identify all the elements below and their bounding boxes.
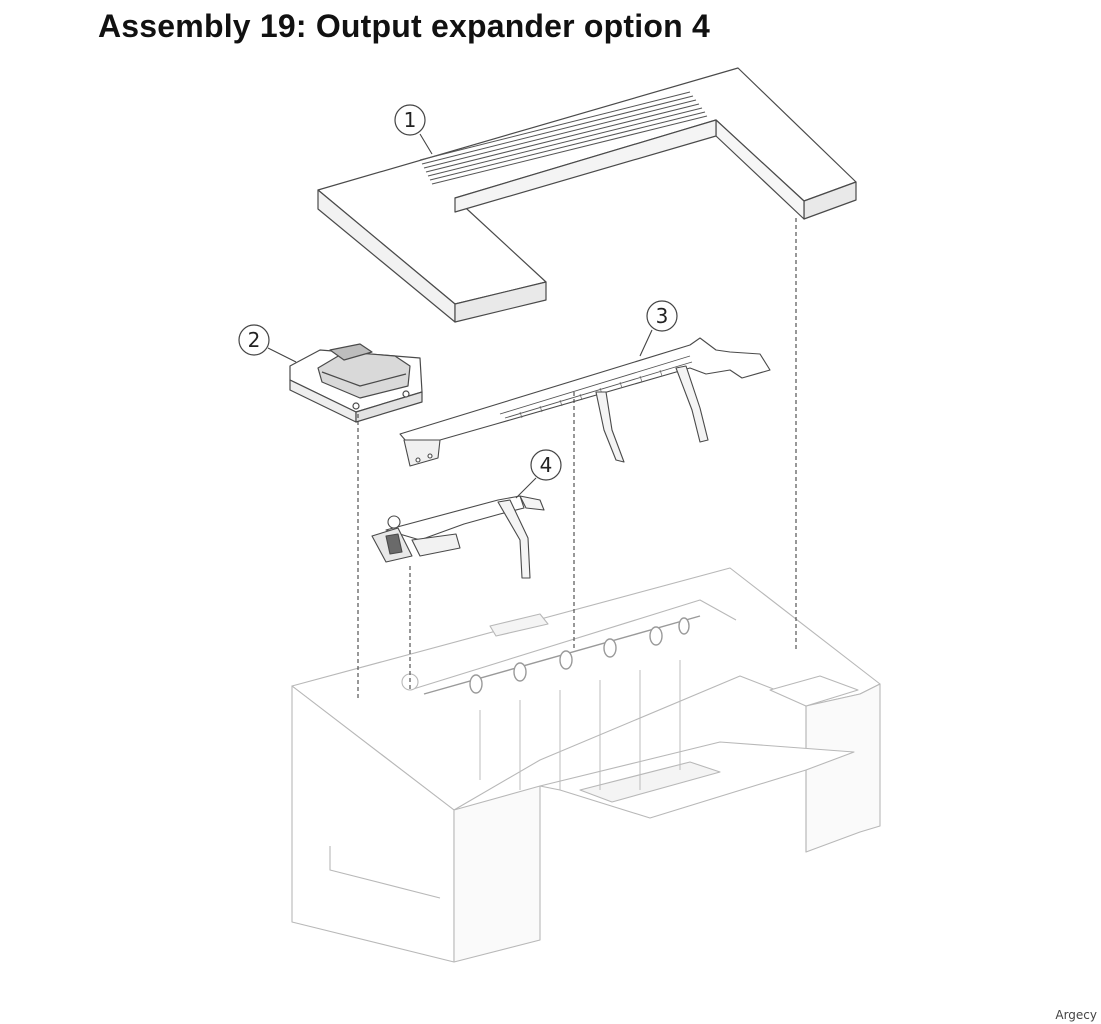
callout-4: 4 <box>515 449 562 499</box>
sensor-housing-part <box>290 344 422 422</box>
bail-arm-bracket-part <box>400 338 770 466</box>
callout-2: 2 <box>238 324 297 363</box>
callout-3-label: 3 <box>656 304 669 328</box>
page-title: Assembly 19: Output expander option 4 <box>98 8 710 44</box>
callout-4-label: 4 <box>540 453 553 477</box>
callout-1-label: 1 <box>404 108 417 132</box>
alignment-leader-lines <box>357 218 797 700</box>
callout-1: 1 <box>394 104 433 155</box>
top-cover-part <box>318 68 856 322</box>
base-unit-part <box>292 568 880 962</box>
actuator-assembly-part <box>372 496 544 578</box>
callout-2-label: 2 <box>248 328 261 352</box>
callout-3: 3 <box>639 300 678 357</box>
watermark-text: Argecy <box>1055 1008 1097 1022</box>
